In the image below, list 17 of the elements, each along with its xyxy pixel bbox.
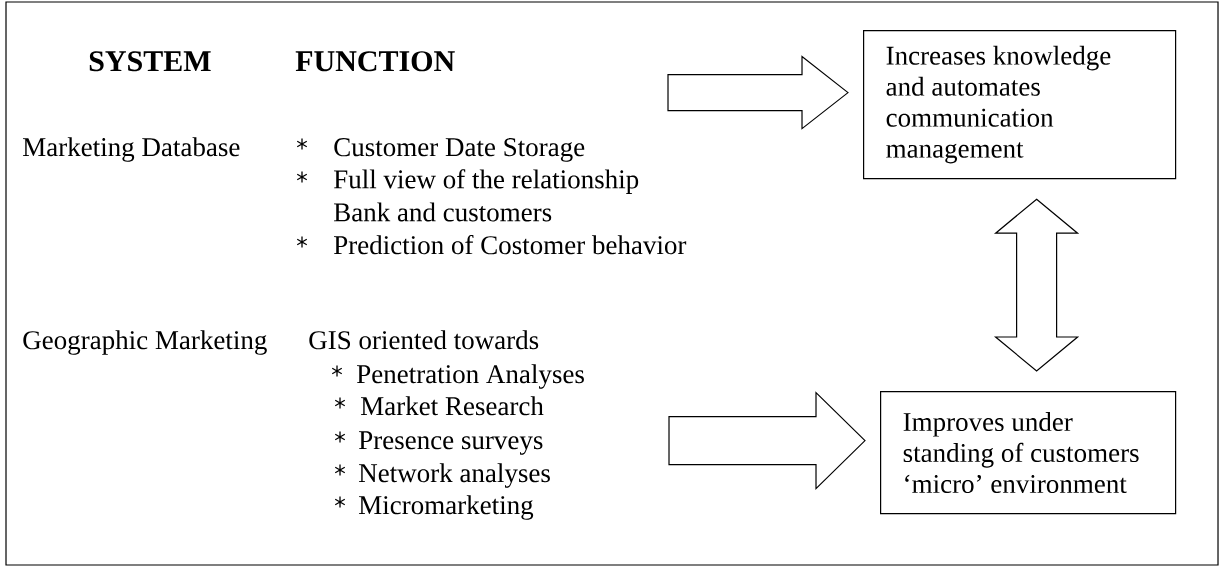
block-arrow <box>667 55 849 130</box>
list-item: Penetration Analyses <box>357 364 584 389</box>
text-box: Improves under standing of customers ‘micro’ environment <box>880 391 1177 515</box>
column-heading: FUNCTION <box>295 51 455 72</box>
column-heading: SYSTEM <box>89 51 211 72</box>
list-item: Customer Date Storage <box>334 138 585 162</box>
block-arrow <box>993 198 1080 372</box>
list-item: Presence surveys <box>359 431 543 455</box>
list-item: Network analyses <box>359 463 550 488</box>
list-item: Geographic Marketing <box>23 330 267 355</box>
text-box: Increases knowledge and automates communication management <box>863 30 1177 180</box>
list-item: Marketing Database <box>23 137 240 162</box>
list-item: Market Research <box>361 396 544 416</box>
list-item: Micromarketing <box>359 495 534 520</box>
list-item: Prediction of Costomer behavior <box>334 235 687 255</box>
list-item: Full view of the relationship Bank and customers <box>334 169 639 222</box>
list-item: GIS oriented towards <box>309 330 539 350</box>
